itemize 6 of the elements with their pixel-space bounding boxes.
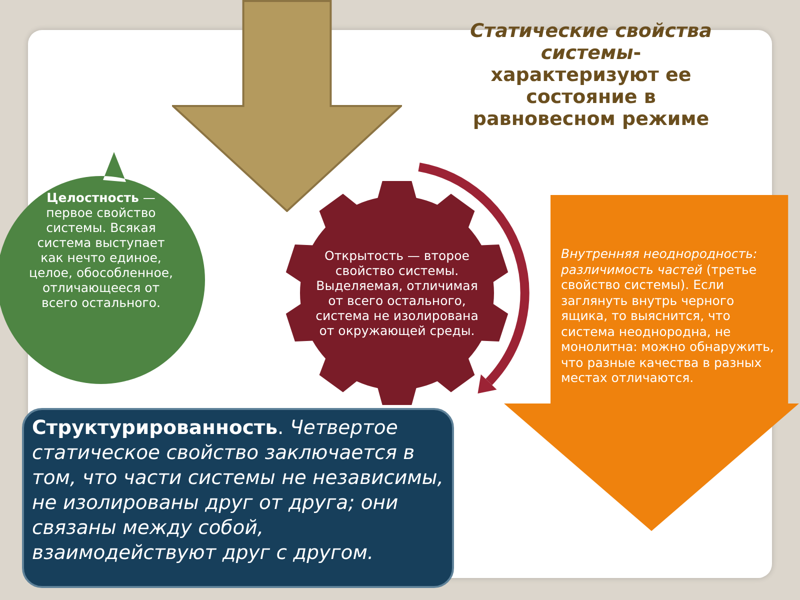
property-description: Внутренняя неоднородность: различимость частей (третье свойство системы). Если заглянуть внутрь черного ящика, то выяснится, что система неоднородна, не монолитна: можно обнаружить, что разные качества в разных местах отличаются.: [561, 246, 775, 386]
slide-title: Статические свойства системы- характеризуют ее состояние в равновесном режиме: [469, 20, 713, 130]
rounded-panel: [22, 408, 454, 588]
property-description: Открытость — второе свойство системы. Выделяемая, отличимая от всего остального, система не изолирована от окружающей среды.: [314, 248, 480, 338]
property-description: Структурированность. Четвертое статическое свойство заключается в том, что части системы не независимы, не изолированы друг от друга; они связаны между собой, взаимодействуют друг с другом.: [31, 415, 444, 566]
property-description: Целостность — первое свойство системы. Всякая система выступает как нечто единое, целое, обособленное, отличающееся от всего остального.: [28, 190, 174, 310]
